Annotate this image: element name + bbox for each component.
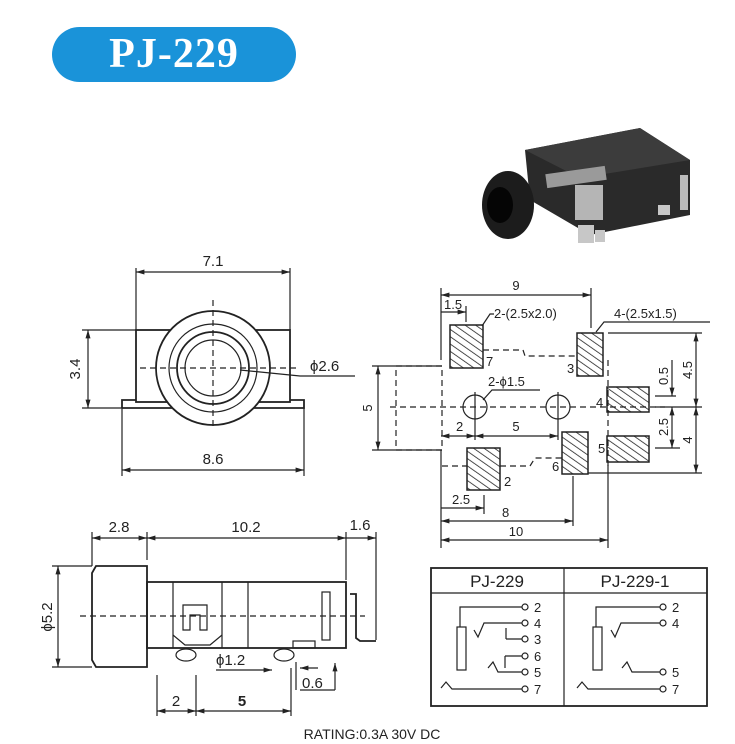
dim-5-h: 5 [512,419,519,434]
dim-0-6: 0.6 [302,675,323,692]
dia-5-2: ϕ5.2 [39,602,56,631]
schematic-pj-229-1: 2 4 5 7 [576,600,679,697]
pin-label: 5 [534,665,541,680]
dia-1-2: ϕ1.2 [216,652,245,669]
pad-note-small: 4-(2.5x1.5) [614,306,677,321]
dim-2: 2 [456,419,463,434]
pin-label: 5 [598,441,605,456]
pin-label: 2 [504,474,511,489]
pin-label: 7 [486,354,493,369]
dim-4: 4 [680,436,695,443]
pin-label: 6 [552,459,559,474]
pin-label: 2 [672,600,679,615]
side-view: 2.8 10.2 1.6 ϕ5.2 ϕ1.2 0.6 2 5 [39,517,377,716]
pad-note-large: 2-(2.5x2.0) [494,306,557,321]
front-view: 7.1 3.4 8.6 ϕ2.6 [67,253,355,476]
dim-1-5: 1.5 [444,297,462,312]
pad-7 [449,324,484,369]
pin-label: 3 [567,361,574,376]
dim-5-v: 5 [360,404,375,411]
dim-1-6: 1.6 [350,517,371,534]
schematic-table: PJ-229 PJ-229-1 2 4 3 6 5 7 [430,567,708,707]
dim-2-5-v: 2.5 [656,418,671,436]
model-pj-229: PJ-229 [470,572,524,591]
model-pj-229-1: PJ-229-1 [601,572,670,591]
pin-label: 7 [672,682,679,697]
hole-note: 2-ϕ1.5 [488,374,525,389]
front-height: 3.4 [67,359,84,380]
pin-label: 7 [534,682,541,697]
product-photo [482,128,690,243]
pin-label: 5 [672,665,679,680]
dim-5: 5 [238,693,246,710]
dim-10: 10 [509,524,523,539]
dim-9: 9 [512,278,519,293]
pcb-footprint: 7 3 4 5 6 2 9 1.5 2-(2.5x2.0) 4-(2.5x1.5… [360,278,710,548]
dim-10-2: 10.2 [231,519,260,536]
model-title-badge: PJ-229 [52,27,296,82]
dim-2-5-h: 2.5 [452,492,470,507]
front-width-top: 7.1 [203,253,224,270]
front-hole-dia: ϕ2.6 [310,358,339,375]
pin-label: 3 [534,632,541,647]
pin-label: 4 [534,616,541,631]
pin-label: 2 [534,600,541,615]
dim-0-5: 0.5 [656,367,671,385]
pad-2 [466,447,501,491]
dim-4-5: 4.5 [680,361,695,379]
pad-4 [606,386,650,413]
pad-5 [606,435,650,463]
schematic-pj-229: 2 4 3 6 5 7 [440,600,541,697]
rating-text: RATING:0.3A 30V DC [304,726,441,742]
pin-label: 4 [672,616,679,631]
front-width-bottom: 8.6 [203,451,224,468]
dim-8: 8 [502,505,509,520]
pad-3 [576,332,604,377]
pin-label: 4 [596,395,603,410]
dim-2: 2 [172,693,180,710]
pad-6 [561,431,589,475]
dim-2-8: 2.8 [109,519,130,536]
pin-label: 6 [534,649,541,664]
